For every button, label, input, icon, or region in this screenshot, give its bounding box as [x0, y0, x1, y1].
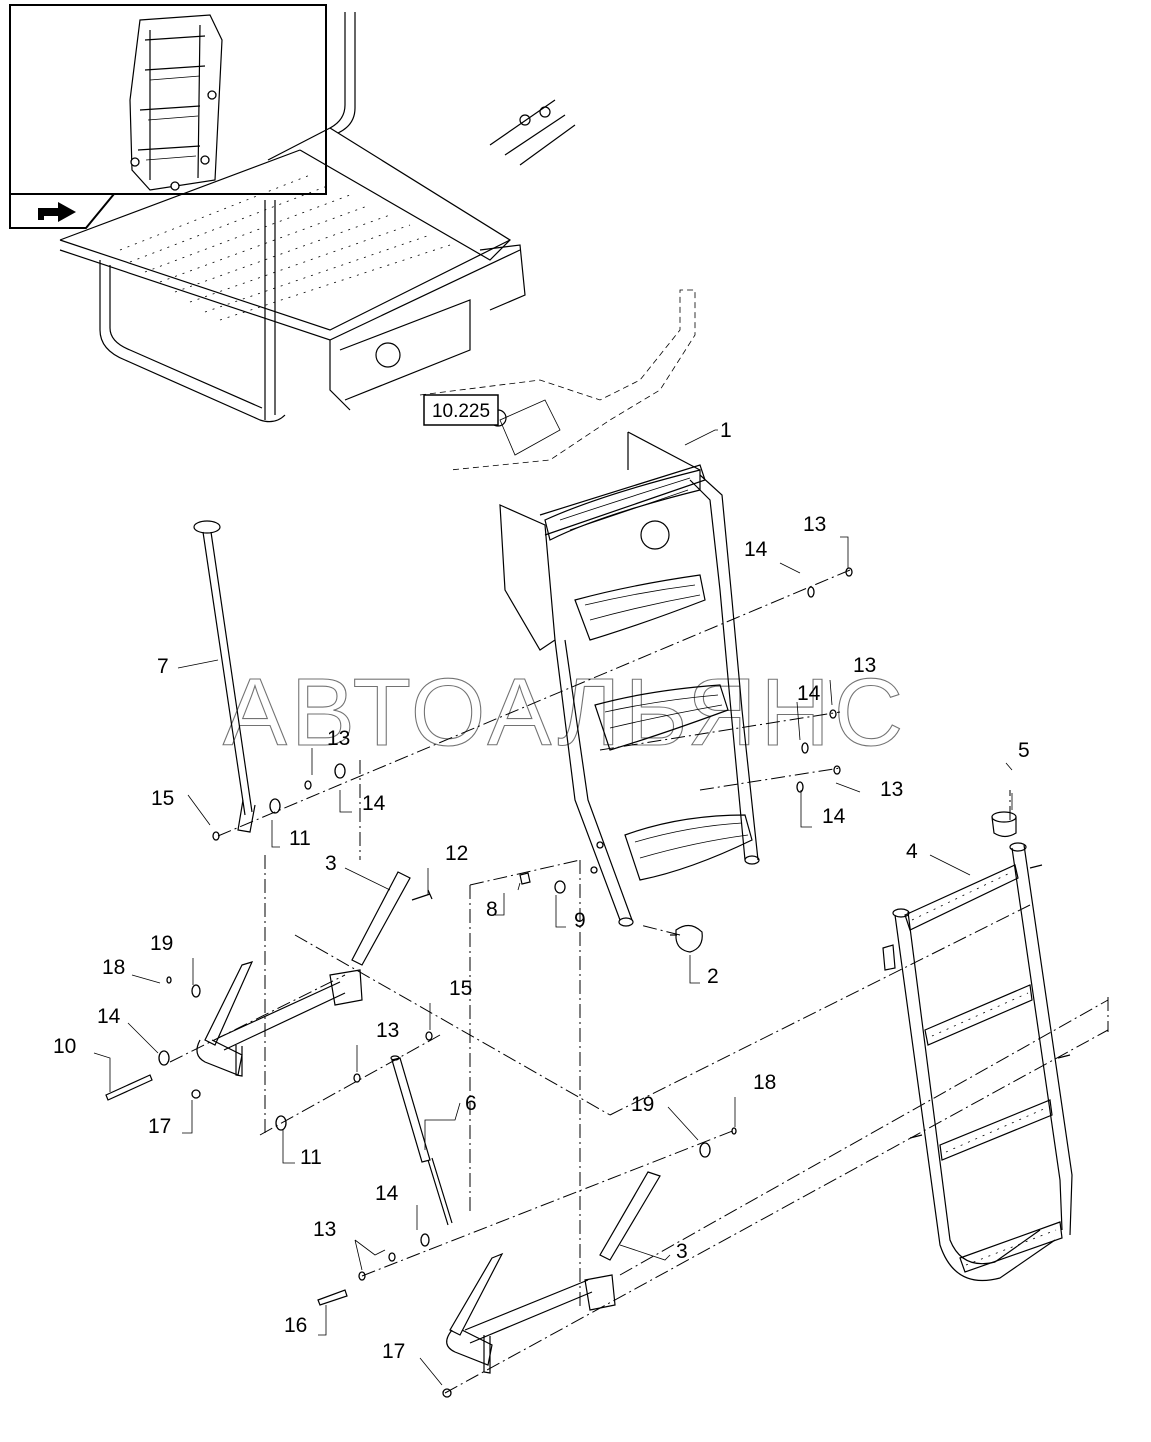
- reference-label: 10.225: [432, 401, 490, 422]
- assembly-lines: [169, 569, 1109, 1394]
- ladder-thumbnail-icon: [129, 14, 223, 191]
- callout-13[interactable]: 13: [880, 778, 903, 801]
- callout-12[interactable]: 12: [445, 842, 468, 865]
- navigate-arrow-icon: [38, 202, 76, 222]
- cap-part-5: [991, 811, 1017, 838]
- reference-box[interactable]: 10.225: [423, 394, 499, 426]
- callout-14[interactable]: 14: [797, 682, 821, 705]
- callout-1[interactable]: 1: [720, 419, 732, 442]
- callout-14[interactable]: 14: [362, 792, 386, 815]
- step: [544, 469, 701, 550]
- callout-18[interactable]: 18: [102, 956, 125, 979]
- callout-9[interactable]: 9: [574, 909, 586, 932]
- bracket-part-3-lower: [446, 1171, 661, 1374]
- platform-assembly: [59, 12, 696, 471]
- callout-17[interactable]: 17: [148, 1115, 171, 1138]
- navigate-button[interactable]: [9, 193, 117, 229]
- callout-3[interactable]: 3: [325, 852, 337, 875]
- knob-part-2: [670, 924, 703, 953]
- callout-2[interactable]: 2: [707, 965, 719, 988]
- callout-17[interactable]: 17: [382, 1340, 405, 1363]
- callout-15[interactable]: 15: [151, 787, 174, 810]
- bracket-part-3-upper: [196, 871, 411, 1077]
- thumbnail-panel: [9, 4, 327, 195]
- callout-3[interactable]: 3: [676, 1240, 688, 1263]
- platform-holes: [119, 174, 451, 321]
- callout-14[interactable]: 14: [744, 538, 768, 561]
- callout-6[interactable]: 6: [465, 1092, 477, 1115]
- callout-14[interactable]: 14: [375, 1182, 399, 1205]
- callout-4[interactable]: 4: [906, 840, 918, 863]
- callout-16[interactable]: 16: [284, 1314, 307, 1337]
- callout-13[interactable]: 13: [376, 1019, 399, 1042]
- callout-13[interactable]: 13: [313, 1218, 336, 1241]
- watermark: АВТОАЛЬЯНС: [223, 659, 907, 766]
- callout-15[interactable]: 15: [449, 977, 472, 1000]
- callout-19[interactable]: 19: [150, 932, 173, 955]
- upper-ladder: [499, 431, 760, 927]
- gas-strut-part-6: [390, 1055, 453, 1226]
- callout-7[interactable]: 7: [157, 655, 169, 678]
- callout-5[interactable]: 5: [1018, 739, 1030, 762]
- callout-13[interactable]: 13: [327, 727, 350, 750]
- rod-part-7: [193, 520, 256, 833]
- callout-labels: 1 13 14 13 14 13 14 5 4 7 13 15 14 11 3 …: [53, 419, 1030, 1363]
- callout-14[interactable]: 14: [97, 1005, 121, 1028]
- step: [594, 684, 729, 751]
- lower-ladder: [882, 811, 1073, 1282]
- callout-14[interactable]: 14: [822, 805, 846, 828]
- callout-13[interactable]: 13: [803, 513, 826, 536]
- step: [574, 574, 706, 641]
- callout-8[interactable]: 8: [486, 898, 498, 921]
- callout-18[interactable]: 18: [753, 1071, 776, 1094]
- callout-10[interactable]: 10: [53, 1035, 76, 1058]
- callout-11[interactable]: 11: [300, 1146, 322, 1169]
- callout-19[interactable]: 19: [631, 1093, 654, 1116]
- callout-11[interactable]: 11: [289, 827, 311, 850]
- leader-lines: [93, 429, 1013, 1386]
- callout-13[interactable]: 13: [853, 654, 876, 677]
- step: [624, 814, 753, 881]
